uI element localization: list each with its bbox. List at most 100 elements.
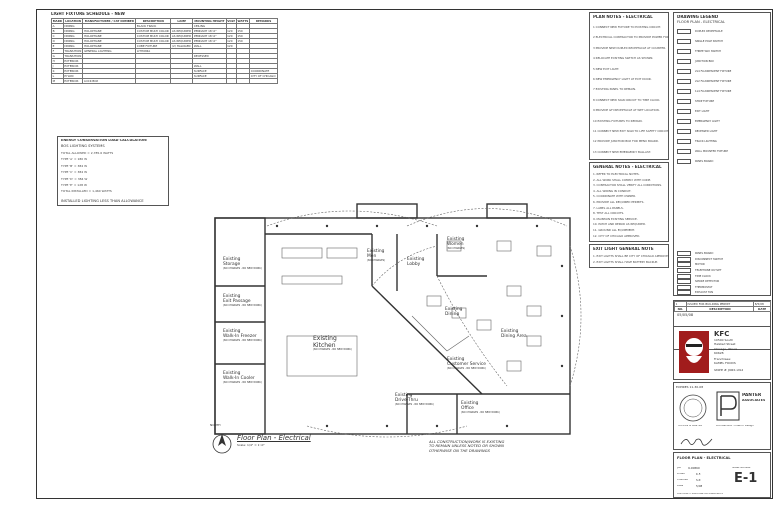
legend-label: TRACK LIGHTING: [695, 140, 717, 144]
legend-label: RECESSED LIGHT: [695, 130, 718, 134]
revisions-box: 1 ISSUED FOR BUILDING PERMIT 8/5/08 NO. …: [673, 300, 771, 350]
schedule-cell: EXTERIOR: [62, 78, 84, 84]
schedule-cell: CUSTOM MULTI COLOR: [135, 28, 172, 34]
legend-symbol-icon: [677, 99, 691, 105]
issue-date: 05/05/08: [677, 313, 694, 317]
note-item: 13 CONNECT NEW EMERGENCY BALLAST.: [593, 149, 652, 154]
legend-symbol-icon: [677, 79, 691, 85]
room-label: Existing Exit Passage(NO CHANGES - NO NE…: [223, 294, 262, 307]
legend-item: STRIP FIXTURE: [674, 97, 772, 107]
energy-line: TYPE 'A' = 180 W: [61, 157, 88, 162]
legend-symbol-icon: [677, 109, 691, 115]
schedule-header-cell: MOUNTING HEIGHT: [192, 18, 227, 24]
project-box: KFC 10500 South Halsted Street Chicago, …: [673, 326, 771, 380]
note-item: 3. CONTRACTOR SHALL VERIFY ALL CONDITION…: [593, 183, 662, 188]
copyright: COPYRIGHT 2008 PANTER ASSOCIATES: [677, 493, 724, 495]
note-item: 10 EXISTING FIXTURES TO REMAIN.: [593, 118, 643, 123]
room-label: Existing Office(NO CHANGES - NO NEW WORK…: [461, 401, 500, 414]
schedule-cell: AS REQUIRED: [170, 38, 194, 44]
legend-label: DISCONNECT SWITCH: [695, 257, 724, 261]
legend-subtitle: FLOOR PLAN - ELECTRICAL: [677, 20, 725, 24]
room-label: Existing Dining Area: [501, 329, 527, 339]
architect-name: PANTER: [742, 393, 762, 398]
plan-notes-box: PLAN NOTES - ELECTRICAL 1 CONNECT NEW FI…: [589, 12, 669, 160]
energy-line: TYPE 'D' = 384 W: [61, 176, 88, 181]
schedule-cell: AS REQUIRED: [170, 28, 194, 34]
legend-label: TIME CLOCK: [695, 274, 711, 278]
legend-label: EXIT LIGHT: [695, 110, 710, 114]
license-expiry: EXPIRES 11-30-08: [676, 386, 704, 389]
note-item: 5. COORDINATE WITH OWNER.: [593, 194, 636, 199]
energy-footer: INSTALLED LIGHTING LESS THAN ALLOWANCE: [61, 199, 144, 203]
architect-box: EXPIRES 11-30-08 STEVEN M PANTER PANTER …: [673, 382, 771, 450]
legend-item: PANEL BOARD: [674, 157, 772, 167]
room-label: Existing Lobby: [407, 257, 425, 267]
legend-symbol-icon: [677, 39, 691, 45]
signature-icon: [680, 438, 713, 446]
legend-item: RECESSED LIGHT: [674, 127, 772, 137]
schedule-cell: [192, 78, 227, 84]
note-item: 2. ALL WORK SHALL COMPLY WITH CODE.: [593, 177, 652, 182]
schedule-cell: (2) HALOGEN: [170, 43, 194, 49]
plan-notes-title: PLAN NOTES - ELECTRICAL: [593, 15, 653, 19]
legend-symbol-icon: [677, 129, 691, 135]
legend-item: DISCONNECT SWITCH: [674, 255, 772, 265]
note-item: 12. CITY OF CHICAGO APPROVED.: [593, 233, 641, 238]
note-item: 3 PROVIDE NEW DUPLEX RECEPTACLE AT COUNT…: [593, 45, 666, 50]
note-item: 1. REFER TO ELECTRICAL NOTES.: [593, 172, 640, 176]
legend-label: 2x4 FLUORESCENT FIXTURE: [695, 70, 732, 74]
legend-label: 1x4 FLUORESCENT FIXTURE: [695, 90, 732, 94]
energy-line: TOTAL ALLOWED = 2,785.6 WATTS: [61, 151, 114, 155]
legend-label: PANEL BOARD: [695, 252, 714, 256]
legend-symbol-icon: [677, 273, 691, 279]
legend-item: THREE WAY SWITCH: [674, 47, 772, 57]
legend-symbol-icon: [677, 139, 691, 145]
legend-symbol-icon: [677, 119, 691, 125]
schedule-cell: M: [51, 78, 64, 84]
legend-item: 2x4 FLUORESCENT FIXTURE: [674, 67, 772, 77]
legend-symbol-icon: [677, 279, 691, 285]
legend-symbol-icon: [677, 149, 691, 155]
sheet-info-box: FLOOR PLAN - ELECTRICAL Job 9-00869 Draw…: [673, 452, 771, 498]
plan-scale: Scale: 1/4" = 1'-0": [237, 444, 265, 447]
note-item: 9 PROVIDE GFI RECEPTACLE AT WET LOCATION…: [593, 108, 660, 113]
store-number: Store # J085-043: [714, 369, 744, 372]
room-label: Existing Men(NO CHANGES): [367, 249, 386, 262]
legend-label: DUPLEX RECEPTACLE: [695, 30, 723, 34]
energy-subtitle: BOS LIGHTING SYSTEMS: [61, 144, 105, 148]
legend-item: 1x4 FLUORESCENT FIXTURE: [674, 87, 772, 97]
schedule-header-cell: LOCATION: [62, 18, 84, 24]
legend-symbol-icon: [677, 262, 691, 268]
schedule-cell: TRANSITION: [62, 53, 84, 59]
legend-item: PANEL BOARD: [674, 249, 772, 259]
note-item: 7. LABEL ALL PANELS.: [593, 205, 624, 210]
note-item: 2 ELECTRICAL CONTRACTOR TO PROVIDE POWER…: [593, 35, 669, 40]
legend-label: SMOKE DETECTOR: [695, 280, 720, 284]
seal-name: STEVEN M PANTER: [678, 425, 703, 427]
note-item: 8. TEST ALL CIRCUITS.: [593, 211, 625, 216]
exit-notes-box: EXIT LIGHT GENERAL NOTE 1. EXIT LIGHTS S…: [589, 244, 669, 268]
legend-symbol-icon: [677, 268, 691, 274]
schedule-cell: [225, 78, 237, 84]
sheet-number: E-1: [734, 472, 758, 486]
schedule-cell: [249, 78, 278, 84]
room-label: Existing Walk-In Freezer(NO CHANGES - NO…: [223, 329, 262, 342]
drawing-legend-box: DRAWING LEGEND FLOOR PLAN - ELECTRICAL D…: [673, 12, 771, 296]
note-item: 2. EXIT LIGHTS SHALL HAVE BATTERY BACKUP…: [593, 259, 658, 264]
legend-symbol-icon: [677, 290, 691, 296]
legend-symbol-icon: [677, 284, 691, 290]
note-item: 4. ALL WIRING IN CONDUIT.: [593, 188, 632, 193]
architect-info: Architecture - Interior Design: [716, 425, 754, 427]
schedule-header-cell: MANUFACTURER / CAT NUMBER: [82, 18, 137, 24]
room-label: Existing Storage(NO CHANGES - NO NEW WOR…: [223, 257, 262, 270]
schedule-cell: LOCK BOX: [82, 78, 137, 84]
room-label: Existing Drive-Thru(NO CHANGES - NO NEW …: [395, 393, 434, 406]
general-notes-title: GENERAL NOTES - ELECTRICAL: [593, 165, 662, 169]
note-item: 11 CONNECT NEW EXIT SIGN TO LIFE SAFETY …: [593, 129, 669, 134]
architect-seal-icon: [679, 394, 707, 422]
legend-symbol-icon: [677, 59, 691, 65]
legend-symbol-icon: [677, 251, 691, 257]
energy-calc-box: ENERGY CONSERVATION LOAD CALCULATION: BO…: [57, 136, 169, 206]
